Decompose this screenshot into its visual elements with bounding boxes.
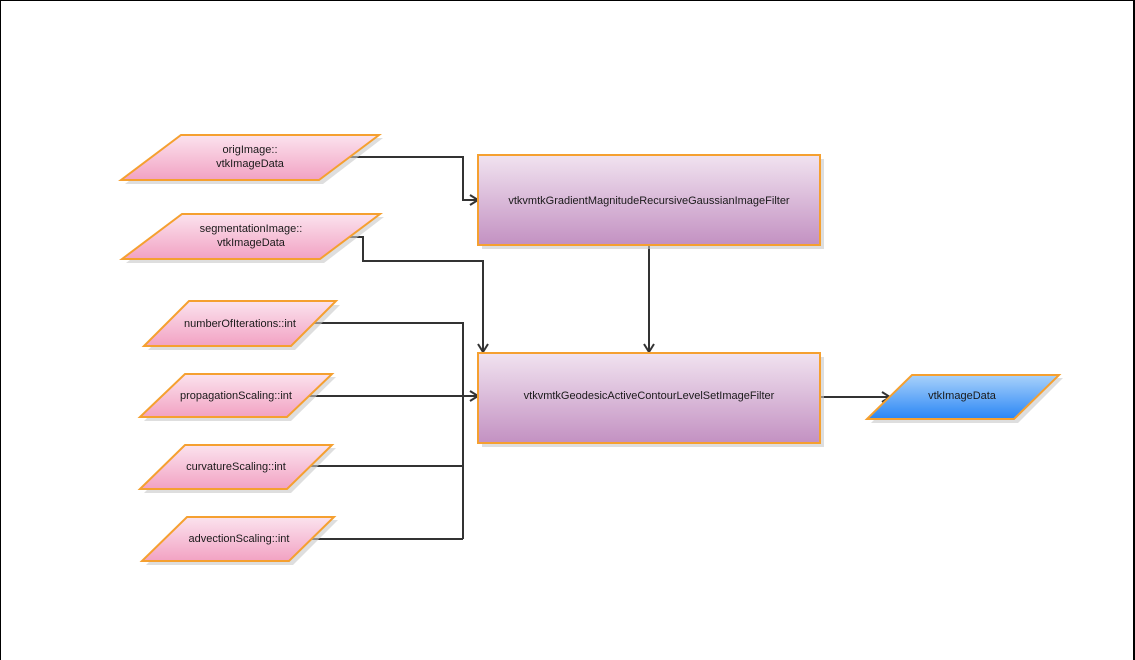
input-node-origimage[interactable]: origImage:: vtkImageData bbox=[118, 134, 383, 184]
node-label: curvatureScaling::int bbox=[186, 461, 286, 473]
input-node-segmentationimage[interactable]: segmentationImage:: vtkImageData bbox=[119, 213, 384, 263]
edges bbox=[309, 156, 892, 540]
node-label: segmentationImage:: bbox=[200, 223, 303, 235]
input-node-propagationscaling[interactable]: propagationScaling::int bbox=[137, 373, 336, 421]
input-node-advectionscaling[interactable]: advectionScaling::int bbox=[139, 516, 338, 565]
node-label: advectionScaling::int bbox=[189, 533, 290, 545]
node-label: vtkImageData bbox=[217, 237, 286, 249]
node-label: propagationScaling::int bbox=[180, 390, 292, 402]
process-node-geodesic-filter[interactable]: vtkvmtkGeodesicActiveContourLevelSetImag… bbox=[477, 352, 824, 447]
input-node-numberofiterations[interactable]: numberOfIterations::int bbox=[141, 300, 340, 350]
edge-iterations-to-geodesic[interactable] bbox=[313, 322, 464, 539]
node-label: origImage:: bbox=[222, 144, 277, 156]
node-label: vtkvmtkGradientMagnitudeRecursiveGaussia… bbox=[508, 195, 790, 207]
process-node-gradient-filter[interactable]: vtkvmtkGradientMagnitudeRecursiveGaussia… bbox=[477, 154, 824, 249]
input-node-curvaturescaling[interactable]: curvatureScaling::int bbox=[137, 444, 336, 493]
node-label: numberOfIterations::int bbox=[184, 318, 296, 330]
node-label: vtkvmtkGeodesicActiveContourLevelSetImag… bbox=[524, 390, 775, 402]
edge-origimage-to-gradient[interactable] bbox=[349, 156, 480, 206]
edge-segmentation-to-geodesic[interactable] bbox=[349, 236, 489, 354]
output-node-vtkimagedata[interactable]: vtkImageData bbox=[864, 374, 1063, 423]
node-label: vtkImageData bbox=[928, 390, 997, 402]
node-label: vtkImageData bbox=[216, 158, 285, 170]
